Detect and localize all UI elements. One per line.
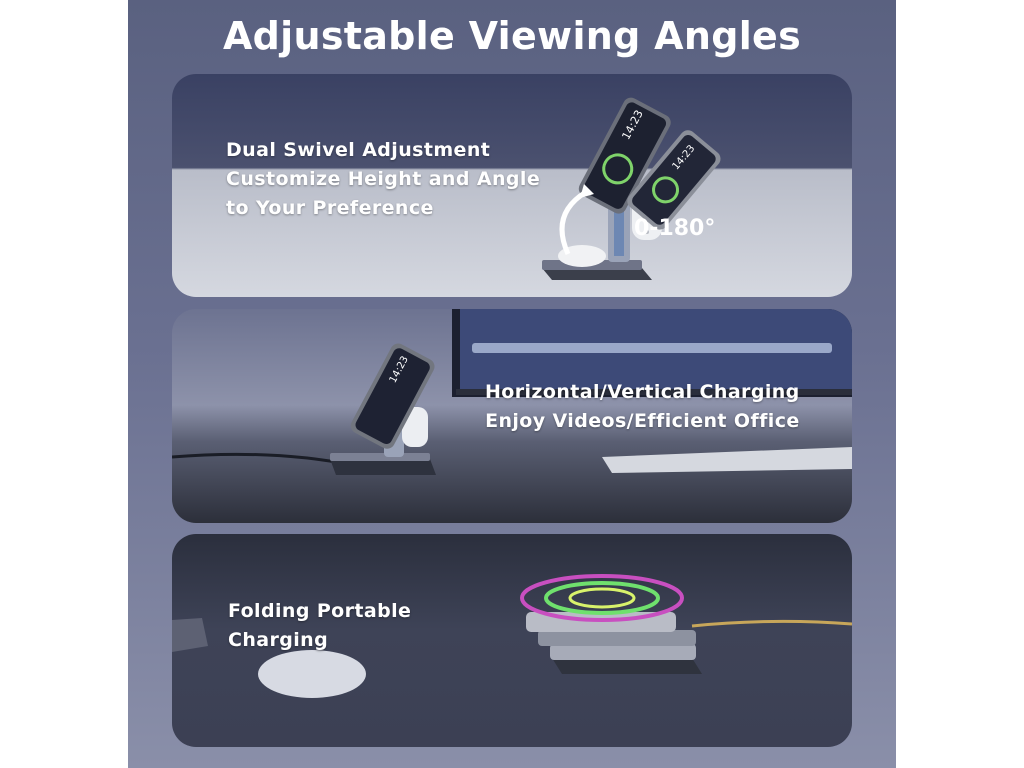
poster-title: Adjustable Viewing Angles: [222, 14, 802, 58]
caption-line: to Your Preference: [226, 197, 434, 219]
caption-line: Enjoy Videos/Efficient Office: [485, 410, 800, 432]
folded-charger-illustration: [172, 574, 852, 698]
panel-swivel-adjustment: 14:23 14:23 Dual Swivel Adjustment Custo…: [172, 74, 852, 297]
caption-line: Charging: [228, 629, 329, 651]
angle-range-label: 0-180°: [634, 216, 716, 241]
orientation-caption: Horizontal/Vertical Charging Enjoy Video…: [485, 378, 800, 436]
swivel-stand-illustration: 14:23 14:23: [542, 97, 721, 280]
caption-line: Dual Swivel Adjustment: [226, 139, 491, 161]
swivel-caption: Dual Swivel Adjustment Customize Height …: [226, 136, 540, 223]
desk-scene-illustration: 14:23: [172, 309, 852, 475]
folding-caption: Folding Portable Charging: [228, 597, 411, 655]
caption-line: Horizontal/Vertical Charging: [485, 381, 800, 403]
caption-line: Folding Portable: [228, 600, 412, 622]
caption-line: Customize Height and Angle: [226, 168, 541, 190]
product-poster: Adjustable Viewing Angles 14:23: [128, 0, 896, 768]
panel-orientation-charging: 14:23 Horizontal/Vertical Charging Enjoy…: [172, 309, 852, 523]
panel-folding-portable: Folding Portable Charging: [172, 534, 852, 747]
